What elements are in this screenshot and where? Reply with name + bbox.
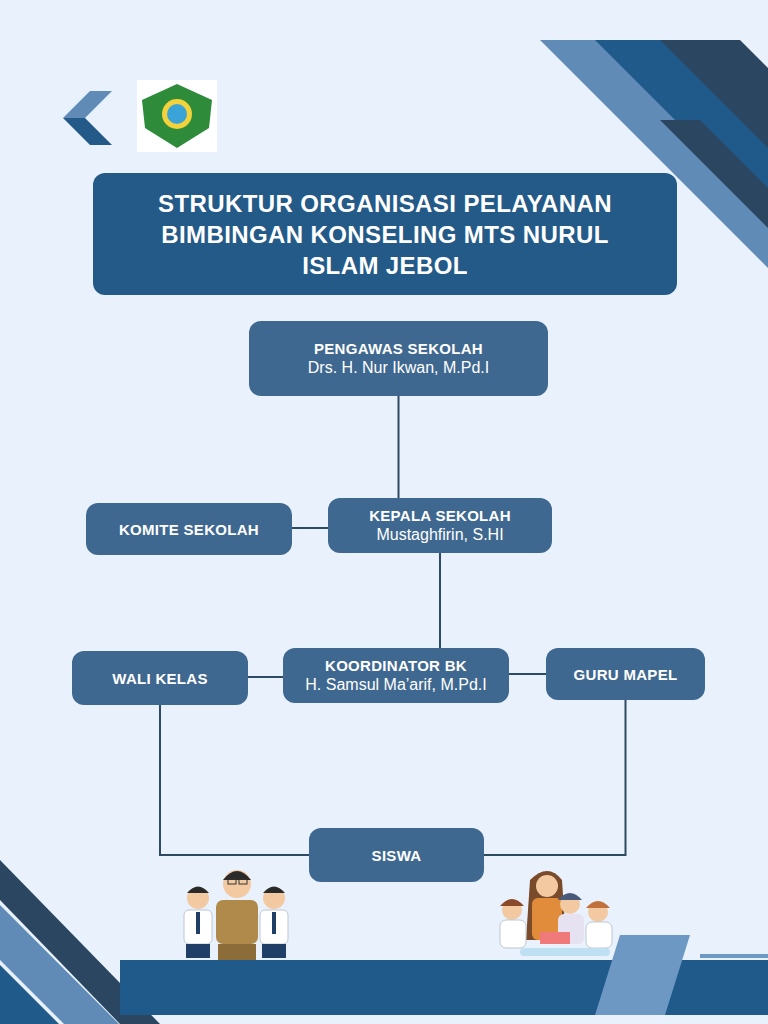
org-box: SISWA — [309, 828, 484, 882]
stripe — [0, 905, 119, 1024]
chevron-icon — [63, 118, 112, 145]
org-box: WALI KELAS — [72, 651, 248, 705]
box-heading: KEPALA SEKOLAH — [369, 507, 511, 524]
logo — [162, 99, 192, 129]
connector-line — [439, 553, 441, 648]
person-name: H. Samsul Ma’arif, M.Pd.I — [305, 676, 486, 694]
connector-line — [398, 396, 400, 498]
box-heading: KOORDINATOR BK — [325, 657, 467, 674]
org-box: PENGAWAS SEKOLAH Drs. H. Nur Ikwan, M.Pd.… — [249, 321, 548, 396]
connector-line — [509, 673, 546, 675]
logo-frame — [137, 80, 217, 152]
connector-line — [292, 527, 328, 529]
bottom-accent — [700, 954, 768, 958]
connector-line — [484, 700, 626, 855]
org-box: KOORDINATOR BK H. Samsul Ma’arif, M.Pd.I — [283, 648, 509, 703]
org-box: KOMITE SEKOLAH — [86, 503, 292, 555]
stripe — [0, 965, 59, 1024]
box-heading: GURU MAPEL — [574, 666, 678, 683]
org-box: GURU MAPEL — [546, 648, 705, 700]
title-box: STRUKTUR ORGANISASI PELAYANAN BIMBINGAN … — [93, 173, 677, 295]
box-heading: WALI KELAS — [112, 670, 208, 687]
person-name: Mustaghfirin, S.HI — [376, 526, 503, 544]
logo — [167, 104, 187, 124]
connector-line — [248, 676, 283, 678]
chevron-icon — [63, 91, 112, 118]
title-text: STRUKTUR ORGANISASI PELAYANAN BIMBINGAN … — [135, 188, 635, 281]
box-heading: KOMITE SEKOLAH — [119, 521, 259, 538]
logo — [142, 84, 212, 148]
group-illustration — [500, 871, 612, 956]
org-box: KEPALA SEKOLAH Mustaghfirin, S.HI — [328, 498, 552, 553]
people-illustration — [184, 870, 288, 960]
box-heading: PENGAWAS SEKOLAH — [314, 340, 483, 357]
person-name: Drs. H. Nur Ikwan, M.Pd.I — [308, 359, 489, 377]
box-heading: SISWA — [372, 847, 422, 864]
connector-line — [160, 705, 309, 855]
